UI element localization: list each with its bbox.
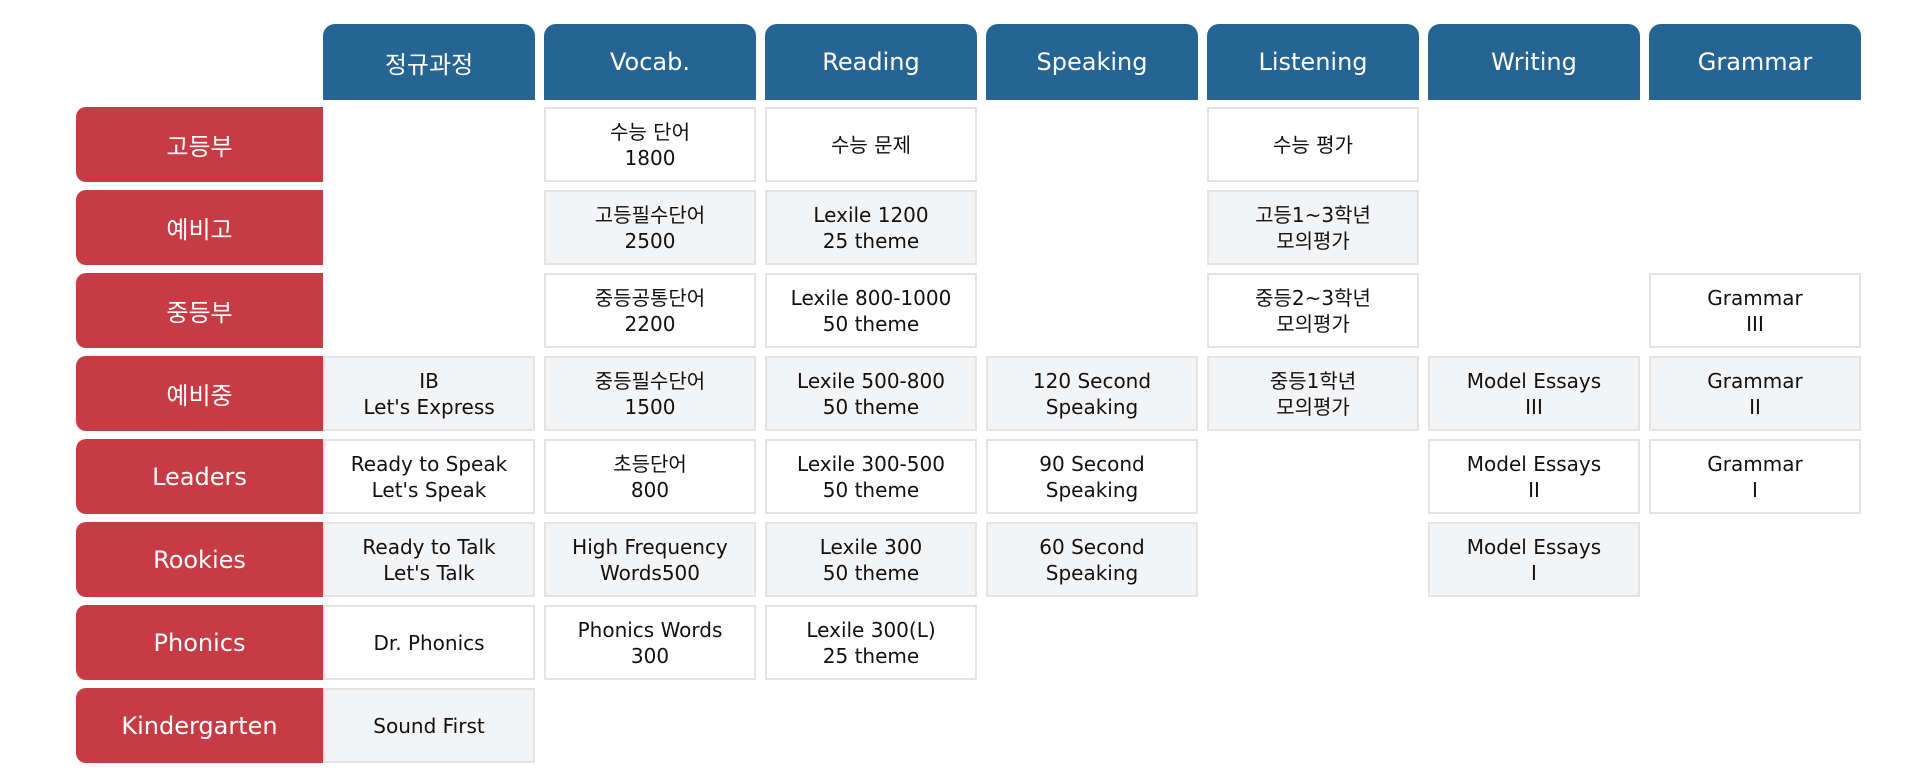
table-cell-speaking: 90 Second Speaking: [986, 439, 1198, 514]
table-cell-reading: 수능 문제: [765, 107, 977, 182]
col-header-listening: Listening: [1207, 24, 1419, 100]
table-cell-grammar: [1649, 107, 1861, 182]
table-cell-speaking: 120 Second Speaking: [986, 356, 1198, 431]
table-cell-vocab: [544, 688, 756, 763]
table-corner: [76, 24, 314, 99]
table-cell-writing: Model Essays II: [1428, 439, 1640, 514]
table-cell-writing: [1428, 190, 1640, 265]
table-cell-reading: Lexile 800-1000 50 theme: [765, 273, 977, 348]
row-header: 중등부: [76, 273, 323, 348]
table-cell-writing: Model Essays III: [1428, 356, 1640, 431]
table-cell-vocab: 고등필수단어 2500: [544, 190, 756, 265]
table-cell-regular: Sound First: [323, 688, 535, 763]
row-header: 고등부: [76, 107, 323, 182]
table-cell-listening: [1207, 439, 1419, 514]
table-cell-grammar: Grammar II: [1649, 356, 1861, 431]
row-header: 예비고: [76, 190, 323, 265]
table-cell-regular: Dr. Phonics: [323, 605, 535, 680]
row-header: 예비중: [76, 356, 323, 431]
table-cell-grammar: [1649, 688, 1861, 763]
col-header-vocab: Vocab.: [544, 24, 756, 100]
table-cell-reading: Lexile 1200 25 theme: [765, 190, 977, 265]
col-header-grammar: Grammar: [1649, 24, 1861, 100]
table-cell-vocab: 중등공통단어 2200: [544, 273, 756, 348]
row-header: Kindergarten: [76, 688, 323, 763]
table-cell-writing: [1428, 273, 1640, 348]
table-cell-reading: Lexile 300 50 theme: [765, 522, 977, 597]
table-cell-speaking: [986, 190, 1198, 265]
table-cell-reading: Lexile 300-500 50 theme: [765, 439, 977, 514]
table-cell-reading: Lexile 500-800 50 theme: [765, 356, 977, 431]
table-cell-listening: 중등1학년 모의평가: [1207, 356, 1419, 431]
table-cell-speaking: 60 Second Speaking: [986, 522, 1198, 597]
table-cell-listening: [1207, 605, 1419, 680]
table-cell-grammar: Grammar III: [1649, 273, 1861, 348]
table-cell-listening: 고등1~3학년 모의평가: [1207, 190, 1419, 265]
table-cell-grammar: Grammar I: [1649, 439, 1861, 514]
row-header: Rookies: [76, 522, 323, 597]
table-cell-vocab: High Frequency Words500: [544, 522, 756, 597]
table-cell-speaking: [986, 605, 1198, 680]
col-header-regular: 정규과정: [323, 24, 535, 100]
table-cell-vocab: 초등단어 800: [544, 439, 756, 514]
table-cell-writing: [1428, 107, 1640, 182]
table-cell-grammar: [1649, 190, 1861, 265]
table-cell-listening: [1207, 522, 1419, 597]
table-cell-regular: [323, 190, 535, 265]
table-cell-regular: IB Let's Express: [323, 356, 535, 431]
table-cell-listening: 수능 평가: [1207, 107, 1419, 182]
table-cell-speaking: [986, 273, 1198, 348]
table-cell-writing: [1428, 605, 1640, 680]
table-cell-grammar: [1649, 522, 1861, 597]
col-header-writing: Writing: [1428, 24, 1640, 100]
table-cell-regular: [323, 107, 535, 182]
col-header-speaking: Speaking: [986, 24, 1198, 100]
table-cell-writing: Model Essays I: [1428, 522, 1640, 597]
table-cell-regular: [323, 273, 535, 348]
table-cell-vocab: 수능 단어 1800: [544, 107, 756, 182]
table-cell-listening: 중등2~3학년 모의평가: [1207, 273, 1419, 348]
table-cell-reading: Lexile 300(L) 25 theme: [765, 605, 977, 680]
table-cell-vocab: Phonics Words 300: [544, 605, 756, 680]
table-cell-regular: Ready to Speak Let's Speak: [323, 439, 535, 514]
table-cell-vocab: 중등필수단어 1500: [544, 356, 756, 431]
row-header: Phonics: [76, 605, 323, 680]
curriculum-table: 정규과정 Vocab. Reading Speaking Listening W…: [76, 24, 1861, 763]
table-cell-writing: [1428, 688, 1640, 763]
table-cell-reading: [765, 688, 977, 763]
row-header: Leaders: [76, 439, 323, 514]
table-cell-regular: Ready to Talk Let's Talk: [323, 522, 535, 597]
col-header-reading: Reading: [765, 24, 977, 100]
table-cell-grammar: [1649, 605, 1861, 680]
table-cell-listening: [1207, 688, 1419, 763]
table-cell-speaking: [986, 107, 1198, 182]
table-cell-speaking: [986, 688, 1198, 763]
